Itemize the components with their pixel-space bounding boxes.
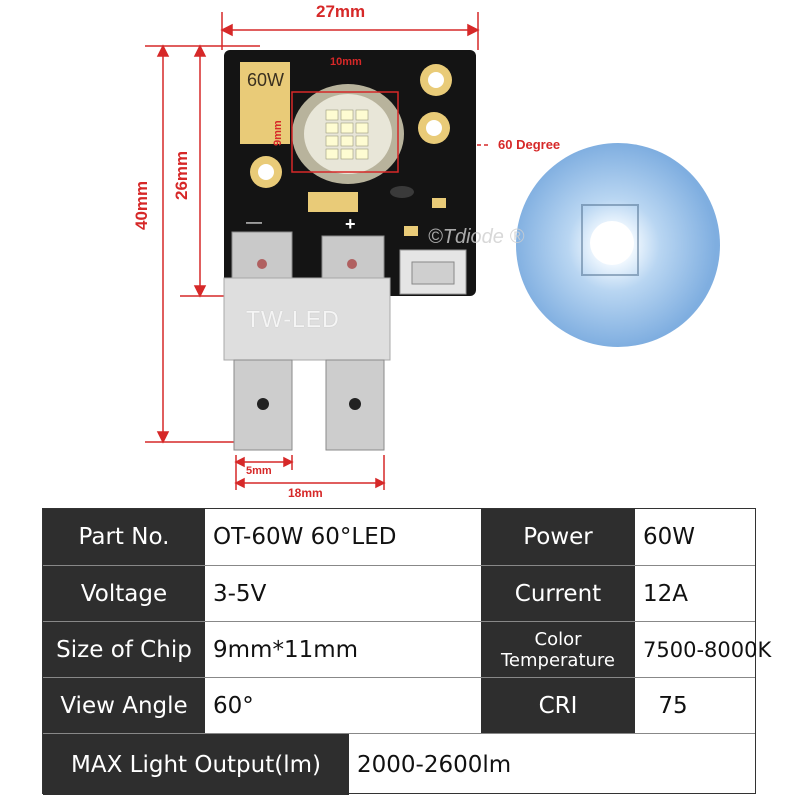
board-plus-mark: + xyxy=(345,214,356,234)
terminal-top-right xyxy=(321,235,385,281)
color-temp-label-line1: Color xyxy=(534,628,582,650)
product-illustration xyxy=(145,12,720,490)
max-output-label: MAX Light Output(lm) xyxy=(43,734,349,795)
dim-arrow xyxy=(193,285,207,298)
color-temp-value: 7500-8000K xyxy=(643,637,772,662)
chip-outline xyxy=(291,91,399,173)
terminal-housing xyxy=(223,277,391,361)
terminal-rivet xyxy=(257,259,267,269)
current-label: Current xyxy=(481,566,635,621)
board-minus-mark: — xyxy=(246,214,262,231)
chip-size-value: 9mm*11mm xyxy=(213,636,359,663)
pcb-small-pad xyxy=(308,192,358,212)
terminal-top-left xyxy=(231,231,293,281)
pcb-tiny-pad xyxy=(432,198,446,208)
color-temp-label-line2: Temperature xyxy=(500,649,616,671)
dim-chip-width-label: 10mm xyxy=(330,56,362,68)
dim-inner-height-label: 26mm xyxy=(172,150,191,200)
lit-led-board-outline xyxy=(581,204,639,276)
voltage-value: 3-5V xyxy=(213,580,267,607)
max-output-value: 2000-2600lm xyxy=(357,751,512,778)
dim-pin-span-label: 18mm xyxy=(288,486,323,500)
dim-arrow xyxy=(375,477,386,489)
view-angle-value: 60° xyxy=(213,692,254,719)
view-angle-label: View Angle xyxy=(43,678,205,733)
power-label: Power xyxy=(481,509,635,565)
dim-arrow xyxy=(283,456,294,468)
dim-arrow xyxy=(467,23,480,37)
dim-arrow xyxy=(220,23,233,37)
color-temp-label: Color Temperature xyxy=(481,622,635,677)
table-row: View Angle 60° CRI 75 xyxy=(43,677,755,733)
dim-arrow xyxy=(156,44,170,57)
dim-chip-height-label: 9mm xyxy=(272,120,284,146)
dim-width-label: 27mm xyxy=(316,2,366,21)
pcb-power-pad xyxy=(240,62,290,144)
current-value: 12A xyxy=(643,580,689,607)
mounting-holes xyxy=(250,64,452,188)
lit-led-core xyxy=(590,221,634,265)
cri-label: CRI xyxy=(481,678,635,733)
part-no-label: Part No. xyxy=(43,509,205,565)
board-power-mark: 60W xyxy=(247,70,285,90)
table-row: Size of Chip 9mm*11mm Color Temperature … xyxy=(43,621,772,677)
terminal-rivet xyxy=(347,259,357,269)
table-row: Voltage 3-5V Current 12A xyxy=(43,565,755,621)
spec-table: Part No. OT-60W 60°LED Power 60W Voltage… xyxy=(42,508,772,795)
wire-connector-socket xyxy=(411,261,455,285)
dim-arrow xyxy=(156,431,170,444)
led-chip-grid xyxy=(325,109,369,160)
cri-value: 75 xyxy=(658,692,688,719)
pcb-tiny-pad xyxy=(404,226,418,236)
led-lens xyxy=(304,94,392,174)
connector-label: TW-LED xyxy=(246,306,340,332)
watermark: ©Tdiode ® xyxy=(428,226,525,248)
table-row: Part No. OT-60W 60°LED Power 60W xyxy=(43,509,755,565)
blade-hole xyxy=(349,398,361,410)
pcb-component xyxy=(390,186,414,198)
power-value: 60W xyxy=(643,524,696,550)
voltage-label: Voltage xyxy=(43,566,205,621)
blade-hole xyxy=(257,398,269,410)
dim-arrow xyxy=(234,456,245,468)
dim-pin-width-label: 5mm xyxy=(246,465,272,477)
chip-size-label: Size of Chip xyxy=(43,622,205,677)
part-no-value: OT-60W 60°LED xyxy=(213,524,397,550)
table-row: MAX Light Output(lm) 2000-2600lm xyxy=(43,733,755,795)
dim-angle-label: 60 Degree xyxy=(498,137,561,152)
dim-arrow xyxy=(234,477,245,489)
dim-arrow xyxy=(193,44,207,57)
dim-height-label: 40mm xyxy=(132,180,151,230)
